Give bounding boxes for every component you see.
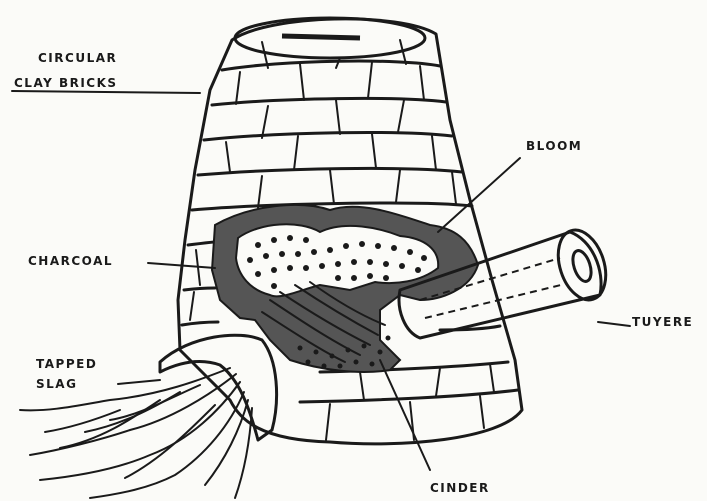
label-bloom: BLOOM bbox=[526, 139, 582, 153]
label-tuyere: TUYERE bbox=[632, 315, 693, 329]
label-tapped: TAPPED bbox=[36, 357, 97, 371]
label-clay-bricks: CLAY BRICKS bbox=[14, 76, 118, 90]
top-rim-mark bbox=[282, 36, 360, 38]
label-charcoal: CHARCOAL bbox=[28, 254, 113, 268]
label-cinder: CINDER bbox=[430, 481, 490, 495]
label-slag: SLAG bbox=[36, 377, 77, 391]
label-circular: CIRCULAR bbox=[38, 51, 117, 65]
